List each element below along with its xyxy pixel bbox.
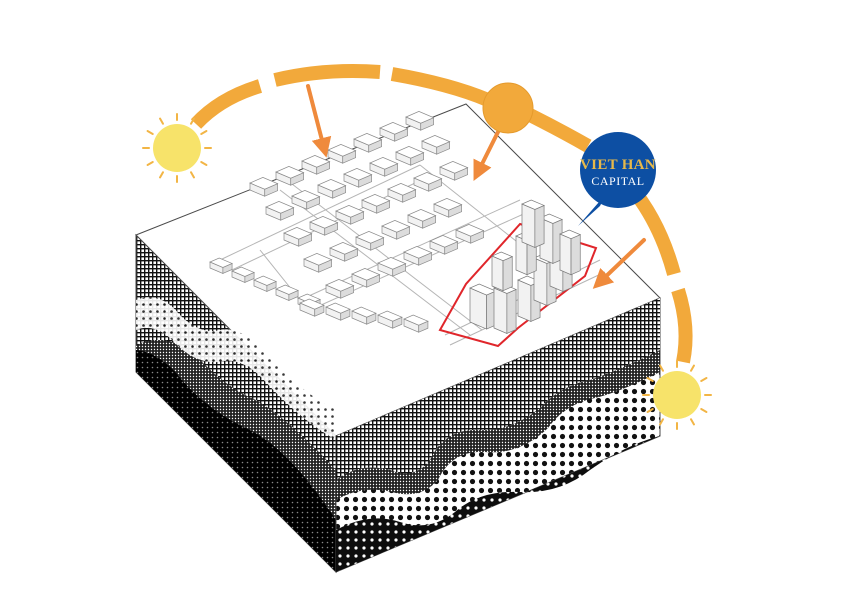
building — [309, 216, 339, 236]
sun-icon — [142, 113, 212, 183]
building — [329, 242, 359, 262]
building — [283, 227, 313, 247]
building — [351, 268, 381, 288]
building — [559, 229, 582, 276]
project-site-buildings — [469, 199, 582, 334]
building — [493, 283, 517, 334]
building — [303, 253, 333, 273]
orbit-segment — [190, 79, 263, 129]
building — [353, 133, 383, 153]
brand-name-line2: CAPITAL — [591, 174, 644, 188]
building — [421, 135, 451, 155]
building — [275, 284, 299, 301]
brand-name-line1: VIET HAN — [580, 157, 656, 173]
terrain-right-face — [335, 297, 661, 573]
building — [395, 146, 425, 166]
building — [381, 220, 411, 240]
orbit-segment — [671, 287, 693, 364]
building — [469, 283, 497, 330]
building — [209, 257, 233, 274]
orbit-segment — [524, 107, 592, 153]
building — [377, 257, 407, 277]
building — [455, 224, 485, 244]
building — [439, 161, 469, 181]
building — [343, 168, 373, 188]
building — [377, 310, 403, 329]
building — [355, 231, 385, 251]
building — [325, 302, 351, 321]
building — [265, 201, 295, 221]
building — [327, 144, 357, 164]
project-site-outline — [438, 222, 598, 348]
building — [291, 190, 321, 210]
arrow-icon — [306, 84, 332, 158]
building — [231, 266, 255, 283]
building — [325, 279, 355, 299]
building — [253, 275, 277, 292]
building — [429, 235, 459, 255]
building — [249, 177, 279, 197]
arrow-icon — [473, 126, 502, 181]
building — [351, 306, 377, 325]
building — [405, 111, 435, 131]
terrain-left-face — [135, 233, 337, 574]
building — [299, 298, 325, 317]
solar-arrows — [306, 84, 646, 289]
orbit-segment — [273, 64, 381, 87]
building — [335, 205, 365, 225]
arrow-icon — [592, 238, 646, 289]
building — [317, 179, 347, 199]
building — [403, 246, 433, 266]
building — [433, 198, 463, 218]
building — [361, 194, 391, 214]
orbit-segment — [390, 67, 491, 107]
building — [275, 166, 305, 186]
surrounding-buildings — [209, 111, 485, 333]
building — [403, 314, 429, 333]
sun-icon — [642, 360, 712, 430]
building — [407, 209, 437, 229]
building — [369, 157, 399, 177]
building — [387, 183, 417, 203]
building — [491, 251, 514, 292]
sun-icon — [482, 82, 534, 134]
building — [413, 172, 443, 192]
building — [301, 155, 331, 175]
brand-badge: VIET HAN CAPITAL — [578, 132, 656, 226]
building — [521, 199, 545, 248]
building — [379, 122, 409, 142]
